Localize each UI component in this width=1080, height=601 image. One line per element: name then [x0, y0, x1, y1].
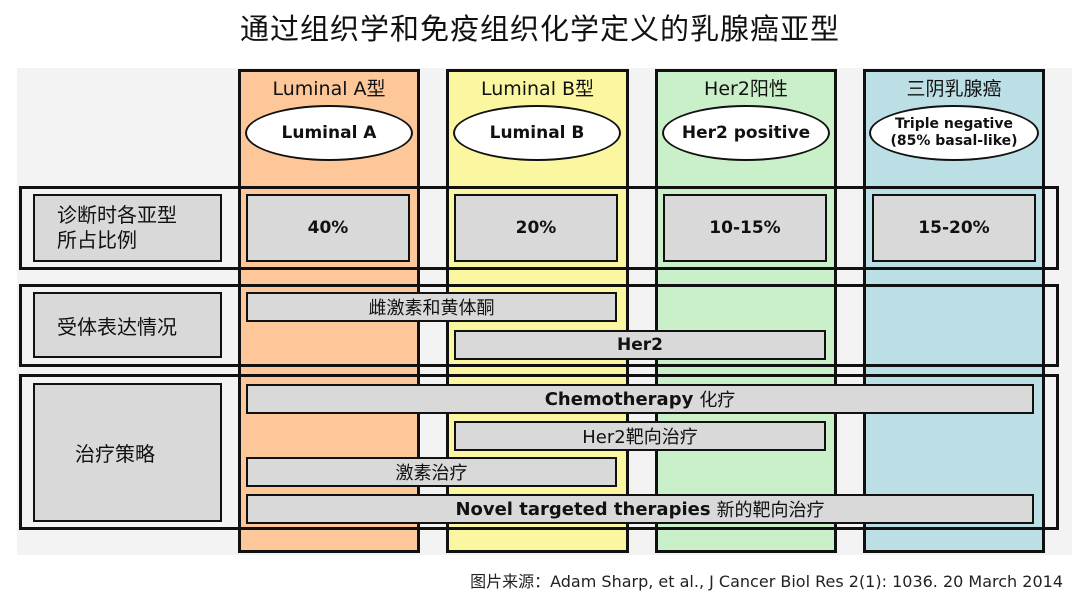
- oval-triple-negative: Triple negative (85% basal-like): [869, 105, 1039, 161]
- oval-sublabel: (85% basal-like): [890, 133, 1018, 149]
- oval-luminal-a: Luminal A: [245, 105, 413, 161]
- header-triple-negative: 三阴乳腺癌: [906, 78, 1002, 100]
- row-frame-proportion: [19, 186, 1059, 270]
- header-luminal-a: Luminal A型: [272, 78, 386, 100]
- therapy-bar-her2-targeted: Her2靶向治疗: [454, 421, 826, 451]
- therapy-bar-label: Her2靶向治疗: [582, 427, 698, 448]
- proportion-cell-triple-negative: 15-20%: [872, 194, 1036, 262]
- proportion-cell-her2-positive: 10-15%: [663, 194, 827, 262]
- header-her2-positive: Her2阳性: [704, 78, 788, 100]
- proportion-cell-luminal-a: 40%: [246, 194, 410, 262]
- receptor-bar-er-pr: 雌激素和黄体酮: [246, 292, 617, 322]
- diagram-title: 通过组织学和免疫组织化学定义的乳腺癌亚型: [239, 12, 840, 46]
- row-label-therapy: 治疗策略: [33, 383, 222, 522]
- therapy-bar-hormone: 激素治疗: [246, 457, 617, 487]
- therapy-bar-bold-label: Novel targeted therapies: [455, 498, 711, 520]
- header-luminal-b: Luminal B型: [480, 78, 595, 100]
- therapy-bar-novel-targeted: Novel targeted therapies 新的靶向治疗: [246, 494, 1034, 524]
- oval-label: Luminal A: [281, 122, 377, 143]
- row-frame-receptor: [19, 284, 1059, 367]
- oval-label: Triple negative: [895, 116, 1013, 133]
- therapy-bar-label: 新的靶向治疗: [716, 500, 825, 521]
- row-frame-therapy: [19, 374, 1059, 530]
- row-label-proportion: 诊断时各亚型所占比例: [33, 194, 222, 262]
- row-label-receptor: 受体表达情况: [33, 292, 222, 358]
- oval-label: Her2 positive: [681, 122, 811, 143]
- proportion-cell-luminal-b: 20%: [454, 194, 618, 262]
- oval-her2-positive: Her2 positive: [662, 105, 830, 161]
- oval-luminal-b: Luminal B: [453, 105, 621, 161]
- source-citation: 图片来源：Adam Sharp, et al., J Cancer Biol R…: [470, 572, 1063, 591]
- receptor-bar-her2: Her2: [454, 330, 826, 360]
- therapy-bar-label: 化疗: [699, 390, 736, 411]
- therapy-bar-label: 激素治疗: [395, 463, 468, 484]
- oval-label: Luminal B: [489, 122, 585, 143]
- therapy-bar-chemotherapy: Chemotherapy 化疗: [246, 384, 1034, 414]
- therapy-bar-bold-label: Chemotherapy: [544, 388, 694, 410]
